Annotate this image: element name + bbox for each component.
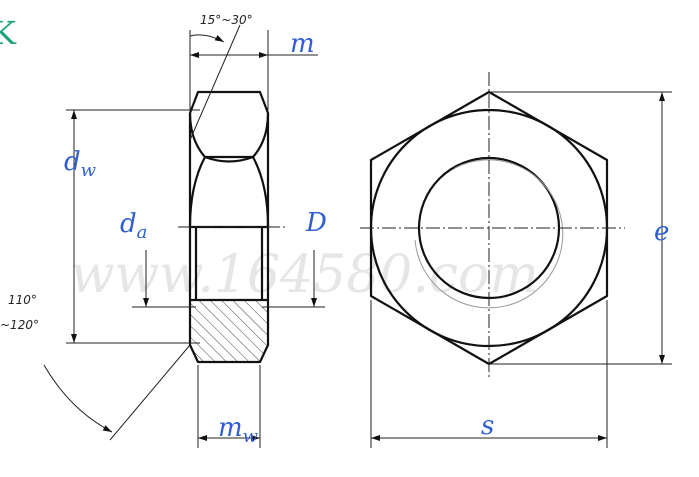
front-dimensions xyxy=(370,91,672,448)
watermark: www.164580.com xyxy=(70,245,539,305)
angle-chamfer-label: 15°~30° xyxy=(200,13,253,27)
corner-mark: K xyxy=(0,14,17,52)
label-s: s xyxy=(481,411,494,441)
side-view xyxy=(178,24,285,364)
label-dw: dw xyxy=(64,147,97,181)
front-view xyxy=(360,72,625,378)
label-m: m xyxy=(290,29,315,59)
label-mw: mw xyxy=(218,413,259,447)
angle-countersink-label-1: 110° xyxy=(8,293,37,307)
side-dimensions xyxy=(43,30,325,448)
label-e: e xyxy=(654,217,669,247)
angle-countersink-label-2: ~120° xyxy=(0,318,39,332)
label-da: da xyxy=(120,209,147,243)
label-D: D xyxy=(305,208,327,238)
